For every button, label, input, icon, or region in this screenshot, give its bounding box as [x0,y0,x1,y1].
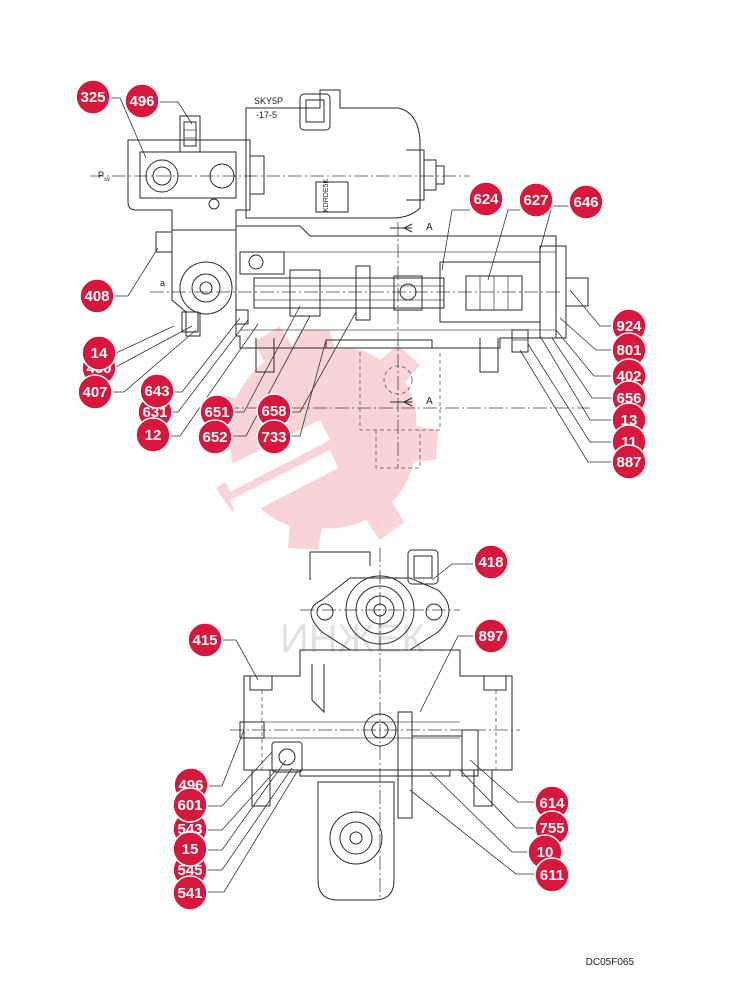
connector-sublabel: -17-5 [256,110,277,120]
callout-496[interactable]: 496 [124,83,160,119]
svg-text:652: 652 [202,429,227,446]
callout-646[interactable]: 646 [568,184,604,220]
callout-15[interactable]: 15 [172,831,208,867]
svg-text:924: 924 [616,318,642,335]
svg-text:418: 418 [478,554,503,571]
svg-text:415: 415 [192,632,217,649]
callout-325[interactable]: 325 [75,79,111,115]
svg-text:407: 407 [82,384,107,401]
svg-text:658: 658 [261,403,286,420]
callout-611[interactable]: 611 [534,857,570,893]
svg-text:12: 12 [145,427,162,444]
svg-text:646: 646 [573,194,598,211]
svg-text:496: 496 [129,93,154,110]
svg-text:733: 733 [261,429,286,446]
svg-text:897: 897 [478,628,503,645]
callout-541[interactable]: 541 [172,875,208,911]
svg-text:614: 614 [539,795,565,812]
callout-627[interactable]: 627 [518,182,554,218]
svg-text:408: 408 [84,288,109,305]
callout-643[interactable]: 643 [139,373,175,409]
drawing-code: DC05F065 [585,957,634,968]
callout-652[interactable]: 652 [197,419,233,455]
bottom-view [230,548,520,901]
callout-897[interactable]: 897 [473,618,509,654]
svg-text:545: 545 [177,862,202,879]
svg-text:755: 755 [539,820,564,837]
top-view: KDRDE5K SKY5P -17-5 [90,89,590,469]
svg-text:601: 601 [177,797,202,814]
callout-658[interactable]: 658 [256,393,292,429]
port-a-label: a [160,278,165,288]
svg-text:402: 402 [616,368,641,385]
svg-text:14: 14 [91,345,108,362]
port-psv-label: Psv [98,170,110,183]
svg-text:325: 325 [80,89,105,106]
nameplate-text: KDRDE5K [323,179,330,212]
svg-text:10: 10 [537,844,554,861]
callout-601[interactable]: 601 [172,787,208,823]
callout-408[interactable]: 408 [79,278,115,314]
callout-407[interactable]: 407 [77,374,113,410]
callout-801[interactable]: 801 [611,332,647,368]
connector-label: SKY5P [254,96,283,106]
svg-text:627: 627 [523,192,548,209]
callout-415[interactable]: 415 [187,622,223,658]
callout-624[interactable]: 624 [468,181,504,217]
svg-text:643: 643 [144,383,169,400]
svg-text:656: 656 [616,390,641,407]
callout-887[interactable]: 887 [611,444,647,480]
svg-text:611: 611 [540,867,564,884]
section-a-top: A [426,222,433,233]
callout-733[interactable]: 733 [256,419,292,455]
callout-418[interactable]: 418 [473,544,509,580]
svg-text:624: 624 [473,191,499,208]
watermark-text: ИНЖЕК [280,617,425,661]
svg-text:887: 887 [616,454,641,471]
leader-lines [110,97,614,893]
watermark-logo [208,326,438,550]
callout-12[interactable]: 12 [135,417,171,453]
svg-text:651: 651 [204,404,229,421]
callout-14[interactable]: 14 [81,335,117,371]
svg-text:801: 801 [616,342,641,359]
callouts: 325 496 408 450 14 407 631 643 12 651 65… [75,79,647,911]
section-a-bottom: A [426,396,433,407]
svg-text:541: 541 [177,885,202,902]
svg-text:15: 15 [182,841,199,858]
